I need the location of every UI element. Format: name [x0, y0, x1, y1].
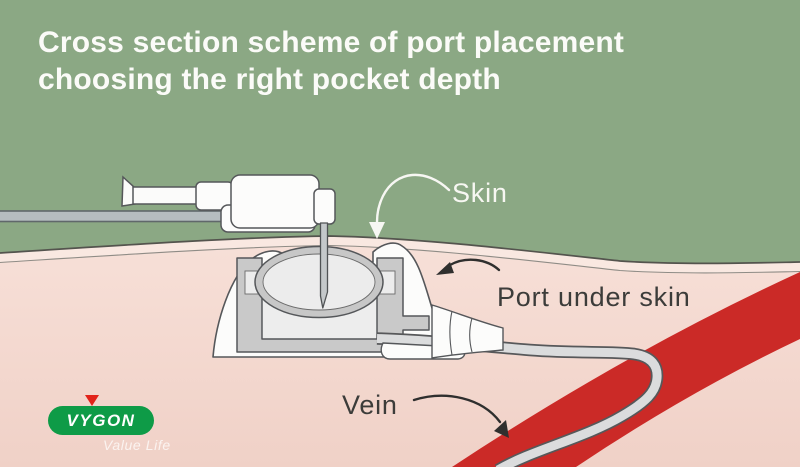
- title-line-2: choosing the right pocket depth: [38, 63, 501, 96]
- logo-triangle-icon: [85, 395, 99, 406]
- vein: [452, 272, 800, 467]
- device-arm: [132, 186, 200, 205]
- logo-pill: VYGON: [48, 406, 154, 435]
- huber-needle-device: [0, 174, 336, 233]
- port-under-skin-label: Port under skin: [497, 282, 691, 312]
- septum-dome: [262, 253, 376, 311]
- dermis-line: [0, 244, 800, 274]
- epidermis-layer: [0, 236, 800, 273]
- logo-tagline: Value Life: [103, 437, 171, 453]
- infusion-tube: [0, 210, 241, 223]
- logo-brand-text: VYGON: [66, 410, 136, 430]
- title-line-1: Cross section scheme of port placement: [38, 26, 625, 59]
- page-title: Cross section scheme of port placement c…: [38, 24, 624, 98]
- skin-label: Skin: [452, 178, 508, 208]
- vygon-logo: VYGON Value Life: [48, 394, 198, 456]
- port-arrow: [436, 258, 501, 275]
- needle-hub: [313, 188, 336, 225]
- connector-ridge-2: [469, 317, 473, 353]
- device-body: [230, 174, 320, 229]
- skin-arrow: [369, 173, 451, 239]
- connector-ridge-1: [449, 310, 453, 356]
- skin-surface-line: [0, 235, 800, 265]
- vein-label: Vein: [342, 390, 398, 420]
- vein-arrow: [412, 394, 509, 438]
- connector-cone: [431, 304, 504, 359]
- needle: [319, 222, 329, 309]
